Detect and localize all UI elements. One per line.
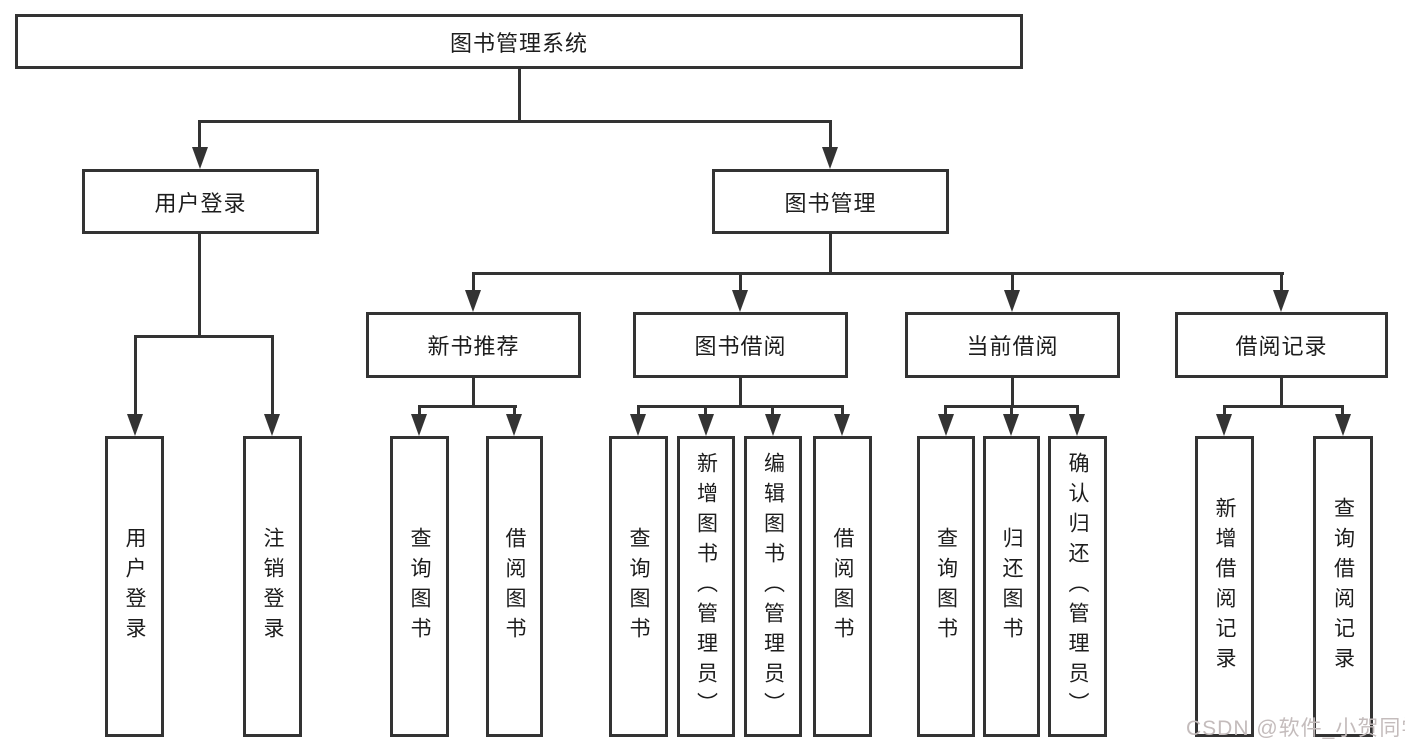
- leaf-user-login-label: 用户登录: [123, 526, 146, 647]
- leaf-query-books-recommend: 查询图书: [390, 436, 449, 737]
- arrowhead-query-books-borrow: [630, 414, 646, 436]
- connector-borrow-records-stem: [1280, 378, 1283, 407]
- leaf-return-books: 归还图书: [983, 436, 1040, 737]
- leaf-add-borrow-record: 新增借阅记录: [1195, 436, 1254, 737]
- connector-root-stem: [518, 69, 521, 122]
- arrowhead-return-books: [1003, 414, 1019, 436]
- node-user-login-label: 用户登录: [154, 190, 247, 216]
- leaf-logout: 注销登录: [243, 436, 302, 737]
- connector-stem-edit-books: [771, 405, 774, 416]
- leaf-return-books-label: 归还图书: [1000, 526, 1023, 647]
- watermark: CSDN @软件_小贺同学: [1186, 717, 1405, 740]
- arrowhead-borrow-records: [1273, 290, 1289, 312]
- arrowhead-query-books-rec: [411, 414, 427, 436]
- leaf-confirm-return-admin: 确认归还（管理员）: [1048, 436, 1107, 737]
- leaf-logout-label: 注销登录: [261, 526, 284, 647]
- arrowhead-add-borrow-record: [1216, 414, 1232, 436]
- connector-user-login-horizontal: [134, 335, 274, 338]
- connector-stem-add-books: [704, 405, 707, 416]
- connector-borrow-records-horizontal: [1223, 405, 1344, 408]
- arrowhead-book-borrow: [732, 290, 748, 312]
- node-borrow-records: 借阅记录: [1175, 312, 1388, 378]
- connector-book-borrow-horizontal: [637, 405, 844, 408]
- connector-new-book-rec-horizontal: [418, 405, 517, 408]
- node-root-label: 图书管理系统: [449, 30, 588, 56]
- connector-book-borrow-stem: [739, 378, 742, 407]
- leaf-user-login: 用户登录: [105, 436, 164, 737]
- arrowhead-leaf-user-login: [127, 414, 143, 436]
- leaf-query-books-borrow: 查询图书: [609, 436, 668, 737]
- connector-stem-book-borrow: [739, 272, 742, 292]
- node-new-book-recommend-label: 新书推荐: [427, 334, 520, 359]
- connector-stem-leaf-logout: [271, 335, 274, 415]
- connector-stem-user-login: [198, 120, 201, 150]
- leaf-confirm-return-admin-label: 确认归还（管理员）: [1066, 451, 1089, 722]
- leaf-borrow-books-recommend: 借阅图书: [486, 436, 543, 737]
- arrowhead-query-borrow-record: [1335, 414, 1351, 436]
- connector-user-login-stem: [198, 233, 201, 337]
- arrowhead-current-borrow: [1004, 290, 1020, 312]
- connector-root-horizontal: [198, 120, 832, 123]
- leaf-query-borrow-record: 查询借阅记录: [1313, 436, 1373, 737]
- connector-current-borrow-stem: [1011, 378, 1014, 407]
- connector-book-mgmt-stem: [829, 233, 832, 274]
- connector-stem-add-borrow-record: [1223, 405, 1226, 416]
- connector-new-book-rec-stem: [472, 378, 475, 407]
- connector-stem-query-books-borrow: [637, 405, 640, 416]
- node-current-borrow-label: 当前借阅: [966, 334, 1059, 359]
- arrowhead-query-books-current: [938, 414, 954, 436]
- arrowhead-user-login: [192, 147, 208, 169]
- connector-stem-confirm-return: [1076, 405, 1079, 416]
- leaf-add-borrow-record-label: 新增借阅记录: [1213, 496, 1236, 677]
- leaf-query-borrow-record-label: 查询借阅记录: [1331, 496, 1355, 677]
- connector-stem-leaf-user-login: [134, 335, 137, 415]
- arrowhead-confirm-return: [1069, 414, 1085, 436]
- leaf-add-books-admin: 新增图书（管理员）: [677, 436, 735, 737]
- connector-stem-return-books: [1010, 405, 1013, 416]
- leaf-borrow-books-borrow: 借阅图书: [813, 436, 872, 737]
- connector-stem-current-borrow: [1011, 272, 1014, 292]
- connector-book-mgmt-horizontal: [472, 272, 1284, 275]
- node-book-borrow: 图书借阅: [633, 312, 848, 378]
- connector-stem-borrow-books-2: [841, 405, 844, 416]
- connector-stem-borrow-records: [1280, 272, 1283, 292]
- node-book-borrow-label: 图书借阅: [694, 334, 787, 359]
- arrowhead-borrow-books-2: [834, 414, 850, 436]
- node-borrow-records-label: 借阅记录: [1235, 334, 1328, 359]
- arrowhead-borrow-books-rec: [506, 414, 522, 436]
- leaf-borrow-books-recommend-label: 借阅图书: [503, 526, 526, 647]
- leaf-query-books-borrow-label: 查询图书: [627, 526, 650, 647]
- leaf-borrow-books-borrow-label: 借阅图书: [831, 526, 854, 647]
- node-root: 图书管理系统: [15, 14, 1023, 69]
- arrowhead-leaf-logout: [264, 414, 280, 436]
- arrowhead-add-books: [698, 414, 714, 436]
- node-current-borrow: 当前借阅: [905, 312, 1120, 378]
- connector-stem-borrow-books-rec: [513, 405, 516, 416]
- connector-stem-query-borrow-record: [1341, 405, 1344, 416]
- node-book-mgmt-label: 图书管理: [784, 190, 877, 216]
- leaf-add-books-admin-label: 新增图书（管理员）: [694, 451, 718, 722]
- node-new-book-recommend: 新书推荐: [366, 312, 581, 378]
- connector-stem-query-books-current: [944, 405, 947, 416]
- connector-stem-new-book-rec: [472, 272, 475, 292]
- connector-stem-query-books-rec: [418, 405, 421, 416]
- leaf-edit-books-admin-label: 编辑图书（管理员）: [761, 451, 785, 722]
- node-book-mgmt: 图书管理: [712, 169, 949, 234]
- connector-stem-book-mgmt: [829, 120, 832, 150]
- leaf-query-books-current: 查询图书: [917, 436, 975, 737]
- leaf-query-books-current-label: 查询图书: [934, 526, 958, 647]
- arrowhead-book-mgmt: [822, 147, 838, 169]
- arrowhead-edit-books: [765, 414, 781, 436]
- leaf-edit-books-admin: 编辑图书（管理员）: [744, 436, 802, 737]
- arrowhead-new-book-rec: [465, 290, 481, 312]
- leaf-query-books-recommend-label: 查询图书: [408, 526, 431, 647]
- node-user-login: 用户登录: [82, 169, 319, 234]
